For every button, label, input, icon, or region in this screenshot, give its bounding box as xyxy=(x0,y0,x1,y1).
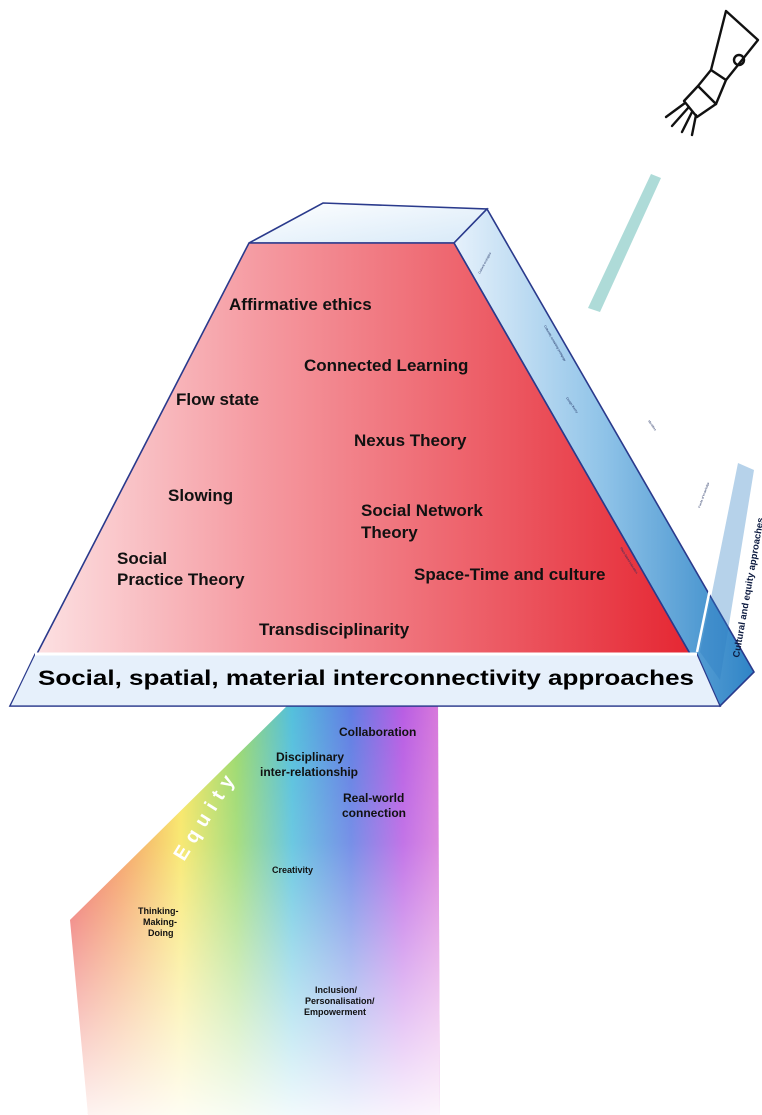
torch-light-beam xyxy=(588,174,661,312)
beam-label-collaboration: Collaboration xyxy=(339,725,416,739)
beam-label-thinking: Thinking- xyxy=(138,906,179,916)
beam-label-inclusion: Inclusion/ xyxy=(315,985,358,995)
beam-label-disciplinary-2: inter-relationship xyxy=(260,765,358,779)
concept-social-network-line1: Social Network xyxy=(361,501,483,520)
beam-label-personalisation: Personalisation/ xyxy=(305,996,375,1006)
front-concept-labels: Affirmative ethics Connected Learning Fl… xyxy=(117,295,605,639)
side-banner-stripe xyxy=(700,463,754,680)
side-label-4: Identities xyxy=(647,419,657,432)
beam-label-making: Making- xyxy=(143,917,177,927)
beam-label-real-world-1: Real-world xyxy=(343,791,404,805)
beam-label-empowerment: Empowerment xyxy=(304,1007,366,1017)
side-label-5: Funds of knowledge xyxy=(697,481,710,508)
beam-label-creativity: Creativity xyxy=(272,865,313,875)
concept-transdisciplinarity: Transdisciplinarity xyxy=(259,620,410,639)
concept-affirmative-ethics: Affirmative ethics xyxy=(229,295,372,314)
beam-labels: Collaboration Disciplinary inter-relatio… xyxy=(138,725,416,1017)
concept-social-practice-line2: Practice Theory xyxy=(117,570,245,589)
concept-social-practice-line1: Social xyxy=(117,549,167,568)
beam-label-disciplinary-1: Disciplinary xyxy=(276,750,344,764)
banner-social-spatial-material: Social, spatial, material interconnectiv… xyxy=(38,667,694,690)
concept-flow-state: Flow state xyxy=(176,390,259,409)
concept-slowing: Slowing xyxy=(168,486,233,505)
concept-nexus-theory: Nexus Theory xyxy=(354,431,467,450)
beam-label-doing: Doing xyxy=(148,928,174,938)
concept-space-time-culture: Space-Time and culture xyxy=(414,565,605,584)
concept-social-network-line2: Theory xyxy=(361,523,418,542)
rainbow-beam xyxy=(0,697,440,1115)
flashlight-icon xyxy=(664,9,760,137)
beam-label-real-world-2: connection xyxy=(342,806,406,820)
pyramid-top-face xyxy=(248,202,489,244)
concept-connected-learning: Connected Learning xyxy=(304,356,468,375)
